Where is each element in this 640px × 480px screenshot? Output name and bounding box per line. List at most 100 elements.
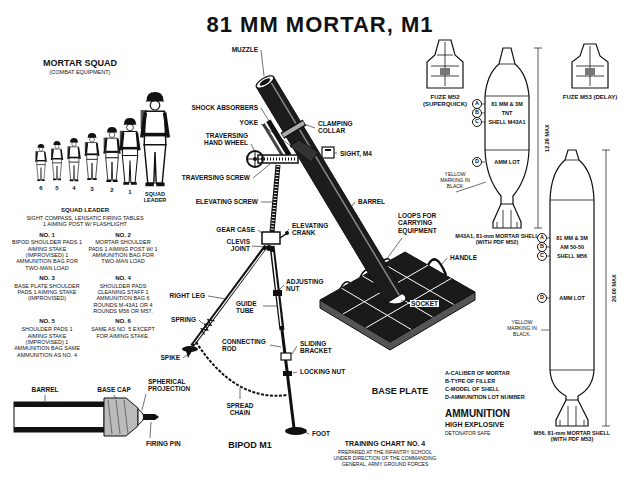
fuze-m53 <box>572 44 608 88</box>
part-label: BASE CAP <box>97 386 131 393</box>
callout-letter: C <box>475 119 479 125</box>
clamping-collar <box>282 122 304 135</box>
barrel-wall <box>14 427 104 432</box>
shell-marking: SHELL M43A1 <box>488 119 525 125</box>
equipment-list: BASE PLATE SHOULDER PADS 1 AIMING STAKE … <box>12 283 82 302</box>
key-entry: B-TYPE OF FILLER <box>445 378 495 384</box>
equipment-list: SIGHT COMPASS, LENSATIC FIRING TABLES 1 … <box>25 215 145 228</box>
figure-caption: FUZE M53 (DELAY) <box>562 94 618 101</box>
elevating-crank <box>280 234 286 238</box>
screw-thread <box>272 166 278 231</box>
fin-lines <box>560 406 584 426</box>
part-label: TRAVERSING HAND WHEEL <box>198 132 248 147</box>
dimension-line <box>602 150 610 426</box>
hatching <box>108 400 128 434</box>
shell-m43a1 <box>485 48 529 206</box>
muzzle <box>254 73 275 90</box>
callout-letter: B <box>540 244 544 250</box>
equipment-list: SAME AS NO. 5 EXCEPT FOR AIMING STAKE. <box>88 326 158 339</box>
part-label: ADJUSTING NUT <box>286 278 330 293</box>
part-label: SPHERICAL PROJECTION <box>148 378 198 393</box>
callout-letter: C <box>540 253 544 259</box>
shell-marking: AMM LOT <box>494 159 520 165</box>
shell-marking: 81 MM & 3M <box>491 101 522 107</box>
part-label: ELEVATING CRANK <box>292 222 336 237</box>
part-label: CONNECTING ROD <box>222 338 270 353</box>
part-label: RIGHT LEG <box>170 292 205 299</box>
callout-letter-circle: D <box>537 293 547 303</box>
fuze-detail <box>431 42 459 86</box>
note: DETONATOR SAFE <box>445 431 490 437</box>
key-entry: C-MODEL OF SHELL <box>445 386 499 392</box>
callout-letter-circle: C <box>537 251 547 261</box>
list-heading: NO. 4 <box>115 275 131 282</box>
figure-title: BIPOD M1 <box>228 440 272 450</box>
callout-number: 6 <box>39 185 42 192</box>
part-label: YOKE <box>240 119 258 126</box>
adjusting-nut <box>273 290 282 296</box>
part-label: SPIKE <box>160 354 180 361</box>
shell-seams <box>550 160 594 370</box>
callout-letter-circle: C <box>472 117 482 127</box>
shell-marking: SHELL M56 <box>557 253 587 259</box>
barrel-section <box>14 402 104 432</box>
callout-letter: B <box>475 110 479 116</box>
callout-letter: D <box>540 295 544 301</box>
connecting-rod <box>282 330 294 428</box>
yoke <box>290 140 318 162</box>
base-cap <box>104 398 138 436</box>
equipment-list: BIPOD SHOULDER PADS 1 AIMING STAKE (IMPR… <box>12 239 82 271</box>
equipment-list: SHOULDER PADS 1 AIMING STAKE (IMPROVISED… <box>12 326 82 358</box>
chart-title: 81 MM MORTAR, M1 <box>206 12 433 37</box>
callout-number: 5 <box>55 185 58 192</box>
list-heading: NO. 5 <box>39 318 55 325</box>
list-heading: NO. 6 <box>115 318 131 325</box>
part-label: TRAVERSING SCREW <box>182 174 250 181</box>
hand-wheel <box>247 151 263 167</box>
part-label: BARREL <box>31 386 58 393</box>
wheel-hub <box>253 157 257 161</box>
firing-pin-tip <box>155 414 159 420</box>
figure-caption: M43A1, 81-mm MORTAR SHELL (WITH PDF M52) <box>451 233 543 246</box>
shock-absorber <box>263 124 284 158</box>
callout-letter: D <box>475 159 479 165</box>
part-label: GUIDE TUBE <box>236 300 266 315</box>
soldier-5 <box>51 141 63 180</box>
part-label: BARREL <box>358 198 385 205</box>
barrel-highlight <box>269 79 399 295</box>
shell-marking: AMM LOT <box>559 295 585 301</box>
soldier-3 <box>85 133 99 179</box>
shell-marking: TNT <box>502 110 513 116</box>
callout-number: 4 <box>72 185 75 192</box>
part-label: SIGHT, M4 <box>340 150 372 157</box>
sight-lens <box>325 149 331 151</box>
list-heading: NO. 3 <box>39 275 55 282</box>
fin-lines <box>497 210 517 228</box>
part-label: GEAR CASE <box>216 226 255 233</box>
chart-number: TRAINING CHART NO. 4 <box>345 440 426 448</box>
screw-thread <box>261 158 296 161</box>
shell-m56 <box>550 150 594 402</box>
leader-lines <box>45 50 549 438</box>
spring <box>201 320 214 335</box>
sliding-bracket <box>281 353 291 360</box>
guide-tube <box>272 246 282 330</box>
dimension: 20.00 MAX <box>611 274 617 302</box>
section-subheading: (COMBAT EQUIPMENT) <box>50 69 111 75</box>
callout-letter: A <box>540 235 544 241</box>
handle <box>428 259 446 275</box>
fuze-detail <box>576 46 604 86</box>
figure-caption: FUZE M52 (SUPERQUICK) <box>417 94 473 108</box>
firing-pin <box>143 414 155 420</box>
section-heading: AMMUNITION <box>445 408 510 420</box>
part-label: SPREAD CHAIN <box>220 402 260 417</box>
soldier-2 <box>104 127 120 181</box>
equipment-list: MORTAR SHOULDER PADS 1 AIMING POST W/ 1 … <box>88 239 158 264</box>
callout-letter-circle: D <box>472 157 482 167</box>
spread-chain <box>196 342 287 396</box>
part-label: SLIDING BRACKET <box>300 340 346 355</box>
fuze-m52 <box>427 40 463 88</box>
part-label: LOCKING NUT <box>300 368 346 375</box>
part-label: SOCKET <box>410 300 439 307</box>
